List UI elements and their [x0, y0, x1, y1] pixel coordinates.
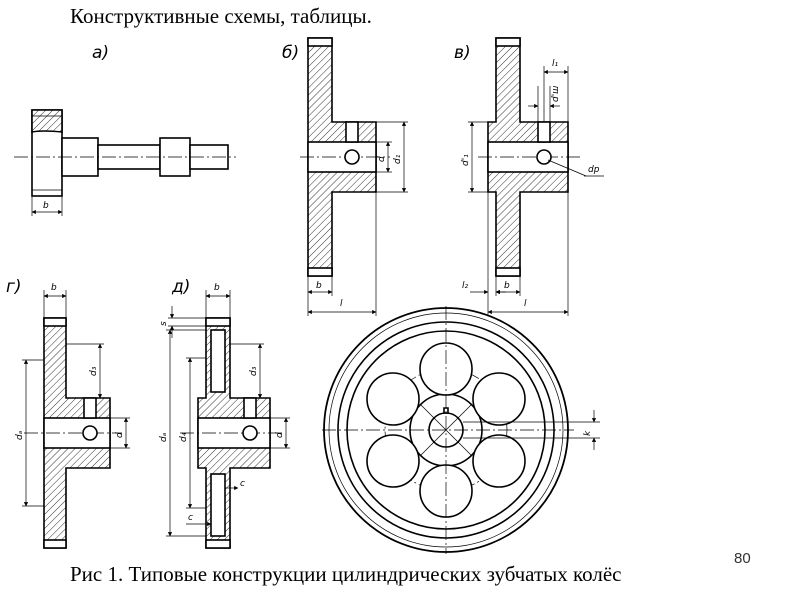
view-d-dim-s: s — [159, 321, 169, 326]
view-v-label: в) — [454, 43, 471, 63]
view-v-dim-d1p: d'₁ — [461, 154, 471, 166]
view-b-label: б) — [282, 43, 299, 63]
view-a-dim-b: b — [43, 201, 49, 211]
view-d-dim-c-right: c — [240, 479, 245, 489]
front-dim-k: k — [583, 430, 593, 436]
lightening-holes — [366, 342, 526, 518]
view-v-dim-b: b — [504, 281, 510, 291]
view-d-recessed-gear: д) s b d₃ dₐ d₄ — [159, 277, 290, 549]
view-v-dim-l1: l₁ — [552, 59, 559, 69]
view-b-dim-d: d — [377, 156, 387, 162]
view-d-dim-d3: d₃ — [249, 366, 259, 376]
view-g-dim-b: b — [51, 283, 57, 293]
slide-title: Конструктивные схемы, таблицы. — [70, 4, 372, 28]
view-g-dim-da: dₐ — [15, 430, 25, 440]
view-g-dim-d3: d₃ — [89, 366, 99, 376]
view-d-dim-da: dₐ — [159, 432, 169, 442]
view-a-label: а) — [92, 43, 109, 63]
page-number: 80 — [734, 550, 751, 567]
view-b-dim-d1: d₁ — [393, 154, 403, 164]
view-g-forged-gear: г) b d₃ dₐ d — [6, 277, 130, 549]
view-b-dim-b: b — [316, 281, 322, 291]
view-d-label: д) — [171, 277, 190, 297]
view-d-dim-d4: d₄ — [179, 432, 189, 442]
view-v-dim-l: l — [524, 299, 527, 309]
view-d-dim-b: b — [214, 283, 220, 293]
view-v-dim-l2: l₂ — [462, 281, 469, 291]
view-b-disk-gear: б) d d₁ b l — [282, 37, 408, 316]
view-v-offset-hub-gear: в) l₁ d'ш dр d'₁ l₂ b — [454, 37, 604, 316]
view-b-dim-l: l — [340, 299, 343, 309]
view-d-dim-d: d — [275, 432, 285, 438]
figure-caption: Рис 1. Типовые конструкции цилиндрически… — [70, 562, 622, 586]
view-d-dim-c-bottom: c — [188, 513, 193, 523]
front-view-wheel: k — [322, 306, 600, 554]
view-g-label: г) — [6, 277, 22, 297]
view-g-dim-d: d — [115, 432, 125, 438]
view-v-dim-dw: d'ш — [551, 86, 561, 102]
view-v-dim-dp: dр — [588, 165, 600, 175]
view-a-gear-shaft: а) b — [14, 43, 236, 216]
